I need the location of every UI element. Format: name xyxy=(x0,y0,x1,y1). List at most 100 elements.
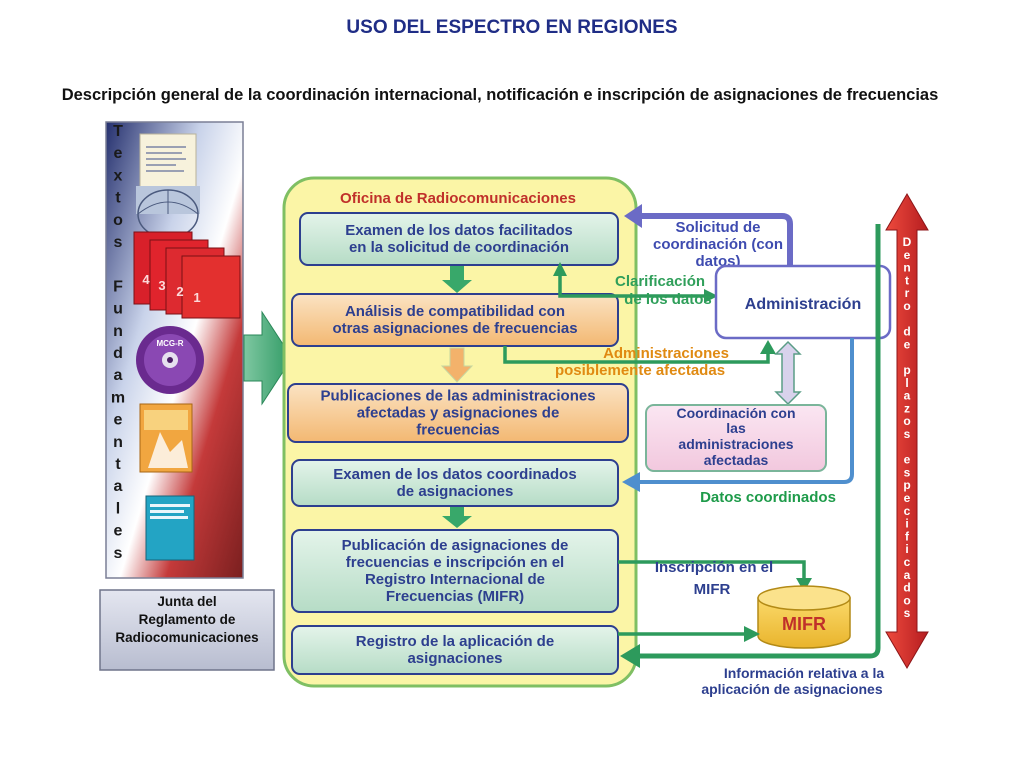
slide-title: USO DEL ESPECTRO EN REGIONES xyxy=(346,17,678,38)
plazos-letter: z xyxy=(904,401,910,415)
coordination-double-arrow xyxy=(774,340,802,406)
process-box-5 xyxy=(291,529,619,613)
clarificacion-arrow xyxy=(558,272,708,298)
sidebar-letter: n xyxy=(113,323,123,340)
sidebar-letter: x xyxy=(114,167,123,184)
down-arrow-2 xyxy=(440,347,474,383)
mifr-database-icon: MIFR xyxy=(757,585,851,649)
globe-image xyxy=(136,186,200,239)
clarificacion-head-right xyxy=(704,289,718,303)
plazos-letter: a xyxy=(904,389,911,403)
plazos-letter: c xyxy=(904,504,911,518)
office-title: Oficina de Radiocomunicaciones xyxy=(340,190,576,207)
plazos-letter: s xyxy=(904,606,911,620)
plazos-letter: n xyxy=(903,261,910,275)
plazos-letter: s xyxy=(904,465,911,479)
sidebar-letter: a xyxy=(114,478,123,495)
cd-label: MCG-R xyxy=(156,339,183,348)
plazos-letter: p xyxy=(903,478,910,492)
plazos-letter: D xyxy=(903,235,912,249)
process-box-5-line: Frecuencias (MIFR) xyxy=(386,588,524,605)
process-box-3-line: frecuencias xyxy=(416,422,499,439)
down-arrow-3 xyxy=(442,507,472,528)
sidebar-letter: F xyxy=(113,278,123,295)
plazos-letter: d xyxy=(903,581,910,595)
plazos-letter: p xyxy=(903,363,910,377)
plazos-red-double-arrow xyxy=(885,193,929,669)
plazos-letter: e xyxy=(904,453,911,467)
book-tab-label: 2 xyxy=(176,284,183,299)
sidebar-letter: u xyxy=(113,301,123,318)
plazos-letter: s xyxy=(904,427,911,441)
coordinacion-box xyxy=(645,404,827,472)
process-box-1-line: Examen de los datos facilitados xyxy=(345,222,573,239)
registro-to-mifr-head xyxy=(744,626,760,642)
plazos-letter: t xyxy=(905,273,909,287)
process-box-4-line: Examen de los datos coordinados xyxy=(333,466,576,483)
sidebar-letter: d xyxy=(113,345,123,362)
plazos-letter: f xyxy=(905,529,910,543)
process-box-5-line: frecuencias e inscripción en el xyxy=(346,554,564,571)
afectadas-arrow xyxy=(503,346,770,364)
coordinacion-text-4: afectadas xyxy=(704,452,769,468)
plazos-letter: e xyxy=(904,248,911,262)
cd-image: MCG-R xyxy=(136,326,204,394)
down-arrow-1 xyxy=(442,266,472,293)
sidebar-letter: l xyxy=(116,500,120,517)
process-box-5-line: Publicación de asignaciones de xyxy=(342,537,569,554)
process-box-3-line: afectadas y asignaciones de xyxy=(357,405,560,422)
solicitud-text-2: coordinación (con xyxy=(653,236,783,253)
junta-line-1: Junta del xyxy=(157,594,216,609)
inscripcion-text-2: MIFR xyxy=(694,581,731,598)
afectadas-text-1: Administraciones xyxy=(603,345,729,362)
inscripcion-arrowhead xyxy=(796,578,812,592)
plazos-letter: e xyxy=(904,491,911,505)
process-box-3 xyxy=(287,383,629,443)
process-box-4-line: de asignaciones xyxy=(397,483,514,500)
informacion-text-2: aplicación de asignaciones xyxy=(701,681,883,697)
inscripcion-arrow xyxy=(618,560,806,582)
book-tab-label: 3 xyxy=(158,278,165,293)
slide-subtitle: Descripción general de la coordinación i… xyxy=(61,86,939,104)
big-green-arrow xyxy=(243,310,293,406)
plazos-letter: l xyxy=(905,376,908,390)
coordinacion-text-3: administraciones xyxy=(678,436,793,452)
process-box-1-line: en la solicitud de coordinación xyxy=(349,239,569,256)
process-box-6-line: Registro de la aplicación de xyxy=(356,633,554,650)
sidebar-letter: m xyxy=(111,389,125,406)
process-box-2-line: Análisis de compatibilidad con xyxy=(345,303,565,320)
solicitud-arrowhead xyxy=(624,204,642,228)
plazos-letter: d xyxy=(903,325,910,339)
red-books-image: 4 3 2 1 xyxy=(133,231,241,319)
sidebar-letter: n xyxy=(113,434,123,451)
sidebar-letter: s xyxy=(114,545,123,562)
plazos-letter: e xyxy=(904,337,911,351)
coordinacion-text-2: las xyxy=(726,420,746,436)
sidebar-letter: e xyxy=(114,412,123,429)
solicitud-arrow xyxy=(640,213,793,268)
clarificacion-text-1: Clarificación xyxy=(615,273,705,290)
plazos-letter: c xyxy=(904,555,911,569)
afectadas-text-2: posiblemente afectadas xyxy=(555,362,725,379)
solicitud-text-1: Solicitud de xyxy=(675,219,760,236)
clarificacion-head-up xyxy=(553,262,567,276)
process-box-6-line: asignaciones xyxy=(407,650,502,667)
afectadas-arrowhead xyxy=(760,340,776,354)
sidebar-letter: t xyxy=(115,456,121,473)
process-box-2 xyxy=(291,293,619,347)
process-box-6 xyxy=(291,625,619,675)
plazos-letter: o xyxy=(903,593,910,607)
process-box-4 xyxy=(291,459,619,507)
sidebar-letter: e xyxy=(114,145,123,162)
plazos-letter: r xyxy=(905,286,910,300)
orange-book-image xyxy=(139,403,193,473)
junta-line-2: Reglamento de xyxy=(139,612,236,627)
plazos-letter: i xyxy=(905,517,908,531)
plazos-letter: o xyxy=(903,414,910,428)
process-box-2-line: otras asignaciones de frecuencias xyxy=(332,320,577,337)
book-tab-label: 4 xyxy=(142,272,150,287)
teal-book-image xyxy=(145,495,195,561)
